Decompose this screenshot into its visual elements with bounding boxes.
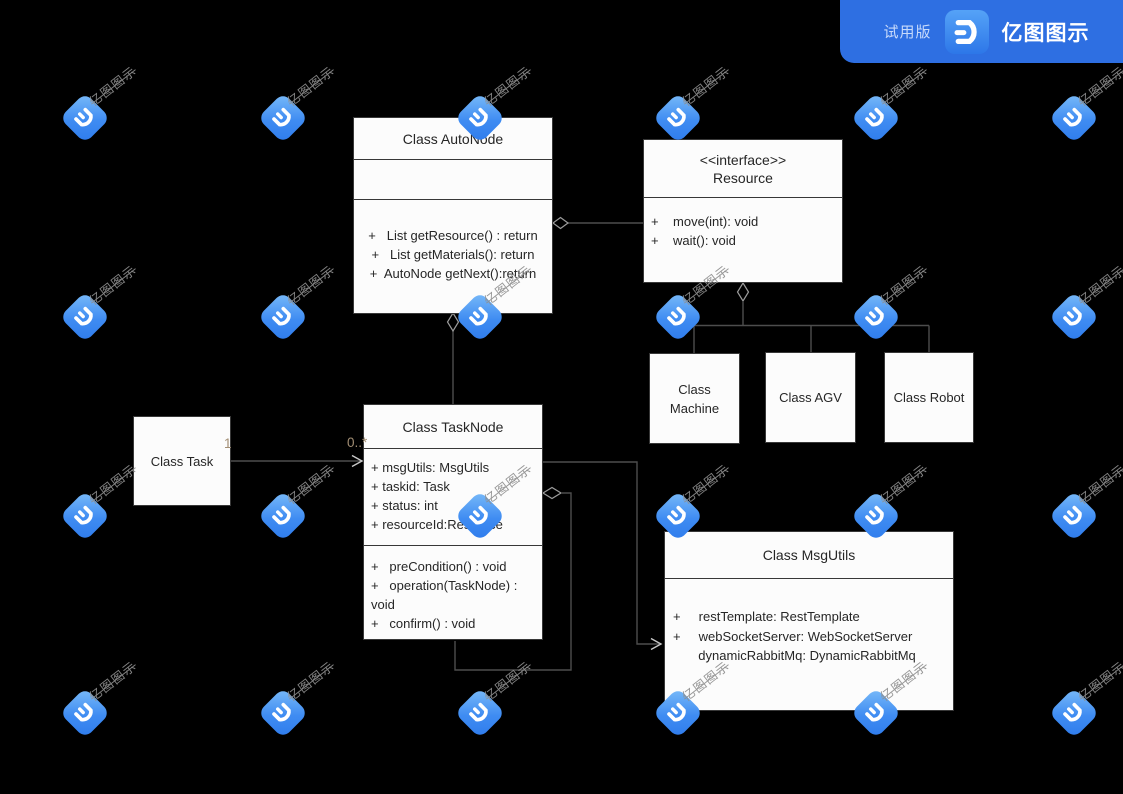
aggregation-resource-implementations[interactable] (693, 281, 930, 353)
method-line: + List getResource() : return (368, 228, 538, 243)
class-title: Class Machine (669, 381, 720, 416)
attributes-section: + msgUtils: MsgUtils + taskid: Task + st… (364, 449, 542, 545)
trial-banner[interactable]: 试用版 亿图图示 (840, 0, 1123, 63)
methods-section: + move(int): void + wait(): void (644, 198, 842, 250)
attribute-line: + status: int (371, 498, 438, 513)
class-title: Class AGV (779, 390, 842, 405)
class-box-task[interactable]: Class Task (133, 416, 231, 506)
methods-section: + List getResource() : return + List get… (354, 200, 552, 283)
association-task-tasknode[interactable] (231, 454, 364, 468)
class-title: Class Task (150, 453, 214, 469)
multiplicity-label-one: 1 (224, 436, 232, 451)
class-box-agv[interactable]: Class AGV (765, 352, 856, 443)
association-tasknode-msgutils[interactable] (543, 461, 663, 651)
self-aggregation-tasknode[interactable] (454, 486, 572, 671)
method-line: + move(int): void (651, 214, 759, 229)
edraw-logo-icon (944, 9, 989, 54)
class-title: Class AutoNode (354, 118, 552, 160)
attribute-line: + taskid: Task (371, 479, 450, 494)
attribute-line: dynamicRabbitMq: DynamicRabbitMq (673, 648, 916, 663)
multiplicity-label-zero-many: 0..* (347, 435, 368, 450)
interface-stereotype: <<interface>> (699, 151, 787, 168)
interface-box-resource[interactable]: <<interface>> Resource + move(int): void… (643, 139, 843, 283)
brand-name: 亿图图示 (1001, 21, 1090, 45)
class-title: Class Robot (893, 390, 965, 405)
attribute-line: + msgUtils: MsgUtils (371, 460, 490, 475)
class-title: Class TaskNode (364, 405, 542, 449)
class-title: Resource (713, 169, 773, 186)
method-line: + confirm() : void (371, 616, 476, 631)
method-line: + operation(TaskNode) : void (371, 578, 521, 612)
attribute-line: + webSocketServer: WebSocketServer (673, 628, 913, 644)
class-box-msgutils[interactable]: Class MsgUtils + restTemplate: RestTempl… (664, 531, 954, 711)
method-line: + preCondition() : void (371, 559, 507, 574)
class-box-autonode[interactable]: Class AutoNode + List getResource() : re… (353, 117, 553, 314)
trial-label: 试用版 (883, 24, 932, 41)
class-box-tasknode[interactable]: Class TaskNode + msgUtils: MsgUtils + ta… (363, 404, 543, 640)
class-box-machine[interactable]: Class Machine (649, 353, 740, 444)
attributes-section (354, 160, 552, 200)
attributes-section: + restTemplate: RestTemplate + webSocket… (665, 579, 953, 666)
attribute-line: + resourceId:Resource (371, 517, 503, 532)
aggregation-autonode-resource[interactable] (551, 216, 643, 230)
class-title: Class MsgUtils (665, 532, 953, 579)
method-line: + wait(): void (651, 233, 736, 248)
method-line: + AutoNode getNext():return (369, 266, 537, 281)
methods-section: + preCondition() : void + operation(Task… (364, 545, 542, 633)
aggregation-autonode-tasknode[interactable] (446, 311, 460, 404)
method-line: + List getMaterials(): return (371, 247, 535, 262)
class-box-robot[interactable]: Class Robot (884, 352, 974, 443)
attribute-line: + restTemplate: RestTemplate (673, 609, 860, 624)
